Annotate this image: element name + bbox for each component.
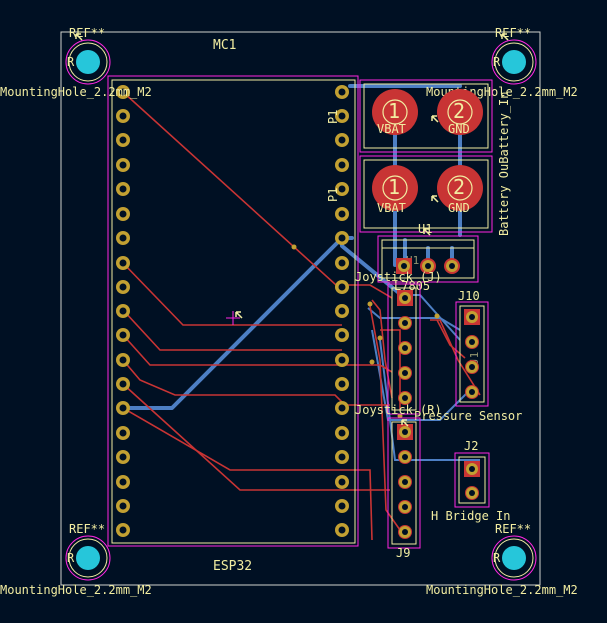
gnd-label-bottom: GND	[448, 201, 470, 215]
j10-label: J10	[458, 289, 480, 303]
ref-label-top-right: REF**	[495, 26, 531, 40]
pin1-top: 1	[388, 99, 400, 123]
p1-label-bottom: P1	[326, 188, 340, 202]
anchor-markers	[75, 33, 509, 427]
pin2-top: 2	[453, 99, 465, 123]
esp32-silk-outline	[111, 79, 356, 544]
pin2-bottom: 2	[453, 175, 465, 199]
vbat-label-top: VBAT	[377, 122, 406, 136]
mh-label-bottom-left: MountingHole_2.2mm_M2	[0, 583, 152, 597]
j2-label: J2	[464, 439, 478, 453]
p1-label-top: P1	[326, 110, 340, 124]
esp32-courtyard	[107, 75, 359, 547]
joystick-label-bottom: Joystick (R)	[355, 403, 442, 417]
h-bridge-header-j2[interactable]: J2 H Bridge In	[431, 439, 510, 523]
battery-in-connector[interactable]: P1 1 2 VBAT GND	[326, 155, 493, 233]
vias	[291, 244, 440, 419]
vbat-pad-top	[372, 89, 418, 135]
pressure-sensor-header-j10[interactable]: J10 J1 Pressure Sensor	[414, 289, 522, 423]
mounting-hole-bottom-left[interactable]: REF** R MountingHole_2.2mm_M2	[0, 522, 152, 597]
battery-vertical-label: Battery OuBattery_In	[497, 92, 511, 237]
gnd-pad-bottom	[437, 165, 483, 211]
gnd-pad-top	[437, 89, 483, 135]
ref-label-bottom-right: REF**	[495, 522, 531, 536]
vbat-pad-bottom	[372, 165, 418, 211]
voltage-regulator-u1[interactable]: U1 U1 L7805	[377, 222, 479, 293]
esp32-right-pins	[335, 85, 349, 537]
edge-cuts-outline	[60, 31, 541, 586]
mh-label-bottom-right: MountingHole_2.2mm_M2	[426, 583, 578, 597]
ref-inner-top-left: R	[67, 55, 75, 69]
l7805-label: L7805	[394, 279, 430, 293]
j9-label: J9	[396, 546, 410, 560]
origin-cross	[226, 311, 240, 325]
esp32-left-pins	[116, 85, 130, 537]
ref-inner-top-right: R	[493, 55, 501, 69]
front-copper-traces	[122, 91, 481, 541]
esp32-label: ESP32	[213, 559, 252, 574]
mc1-label: MC1	[213, 38, 236, 53]
esp32-module[interactable]: MC1 ESP32	[107, 38, 359, 574]
vbat-label-bottom: VBAT	[377, 201, 406, 215]
h-bridge-label: H Bridge In	[431, 509, 510, 523]
battery-out-connector[interactable]: P1 1 2 VBAT GND	[326, 79, 493, 153]
gnd-label-top: GND	[448, 122, 470, 136]
pressure-sensor-label: Pressure Sensor	[414, 409, 522, 423]
mounting-hole-bottom-right[interactable]: REF** R MountingHole_2.2mm_M2	[426, 522, 578, 597]
ref-label-top-left: REF**	[69, 26, 105, 40]
ref-inner-bottom-right: R	[493, 551, 501, 565]
joystick-label-top: Joystick (J)	[355, 270, 442, 284]
ref-inner-bottom-left: R	[67, 551, 75, 565]
mh-label-top-left: MountingHole_2.2mm_M2	[0, 85, 152, 99]
ref-label-bottom-left: REF**	[69, 522, 105, 536]
joystick-header[interactable]: Joystick (J) Joystick (R)	[355, 270, 442, 417]
pin1-bottom: 1	[388, 175, 400, 199]
